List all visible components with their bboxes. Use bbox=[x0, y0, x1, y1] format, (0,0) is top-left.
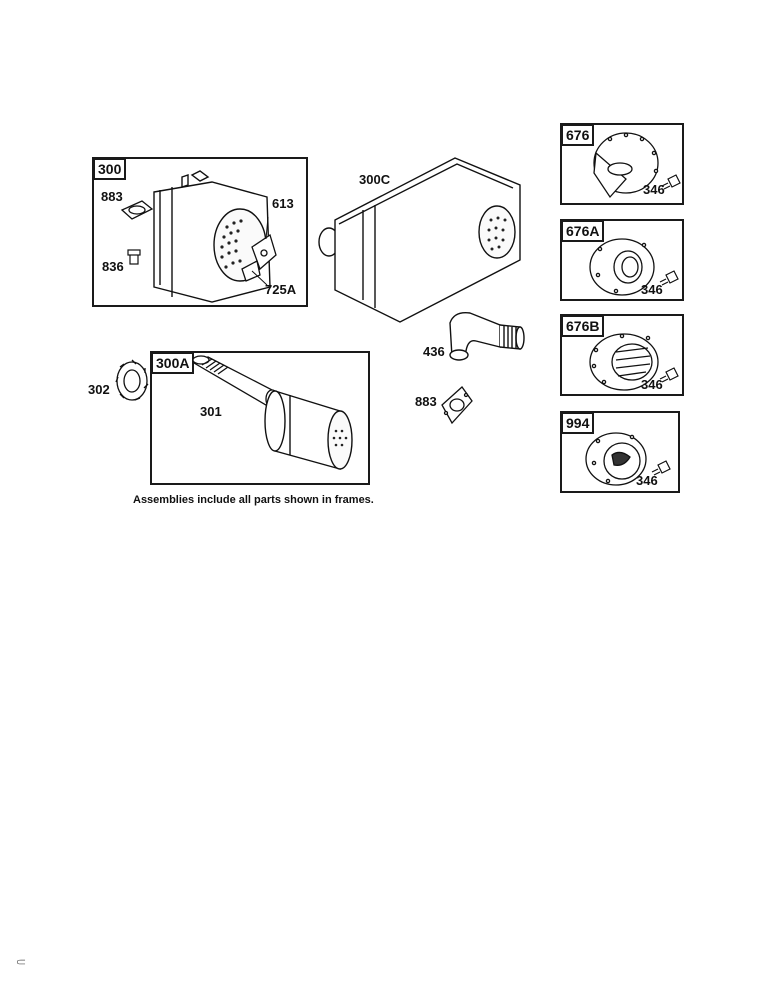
frame-994: 994 bbox=[560, 411, 680, 493]
screw-346-a bbox=[661, 174, 681, 190]
label-883-b: 883 bbox=[415, 394, 437, 409]
muffler-300C-perforations bbox=[487, 216, 507, 251]
label-300C: 300C bbox=[359, 172, 391, 187]
label-346-b: 346 bbox=[641, 282, 663, 297]
muffler-body bbox=[153, 170, 271, 303]
frame-676B-tag: 676B bbox=[561, 315, 605, 337]
label-346-c: 346 bbox=[641, 377, 663, 392]
elbow-436-drawing bbox=[449, 312, 525, 361]
label-346-d: 346 bbox=[636, 473, 658, 488]
label-302: 302 bbox=[88, 382, 110, 397]
frame-300A-tag: 300A bbox=[151, 352, 195, 374]
muffler-300C-drawing bbox=[318, 157, 521, 323]
deflector-676-drawing bbox=[593, 132, 681, 199]
gasket-883-a bbox=[120, 200, 154, 220]
pipe-301 bbox=[192, 355, 280, 409]
deflector-994-drawing bbox=[585, 432, 671, 486]
screw-346-c bbox=[659, 367, 679, 383]
frame-676B: 676B bbox=[560, 314, 684, 396]
frame-994-tag: 994 bbox=[561, 412, 595, 434]
frame-676-tag: 676 bbox=[561, 124, 595, 146]
frame-300: 300 bbox=[92, 157, 308, 307]
muffler-300A-drawing bbox=[192, 355, 353, 470]
corner-mark: ⸦ bbox=[14, 955, 28, 971]
label-436: 436 bbox=[423, 344, 445, 359]
frame-300A: 300A bbox=[150, 351, 370, 485]
gasket-883-b-drawing bbox=[441, 386, 473, 425]
label-346-a: 346 bbox=[643, 182, 665, 197]
muffler-perforations bbox=[220, 219, 243, 269]
bracket-613 bbox=[241, 233, 277, 282]
label-301: 301 bbox=[200, 404, 222, 419]
nut-302-drawing bbox=[115, 359, 149, 401]
muffler-300-drawing bbox=[120, 170, 277, 303]
label-836: 836 bbox=[102, 259, 124, 274]
label-725A: 725A bbox=[265, 282, 297, 297]
frame-676A-tag: 676A bbox=[561, 220, 605, 242]
screw-346-d bbox=[651, 460, 671, 476]
bolt-836 bbox=[127, 249, 141, 265]
muffler-300A-body bbox=[264, 390, 353, 470]
assemblies-note: Assemblies include all parts shown in fr… bbox=[133, 494, 374, 506]
label-883-a: 883 bbox=[101, 189, 123, 204]
deflector-676B-drawing bbox=[589, 333, 679, 391]
frame-676: 676 bbox=[560, 123, 684, 205]
label-613: 613 bbox=[272, 196, 294, 211]
screw-346-b bbox=[659, 270, 679, 286]
frame-676A: 676A bbox=[560, 219, 684, 301]
muffler-300A-perforations bbox=[332, 429, 348, 447]
deflector-676A-drawing bbox=[589, 238, 679, 296]
frame-300-tag: 300 bbox=[93, 158, 127, 180]
